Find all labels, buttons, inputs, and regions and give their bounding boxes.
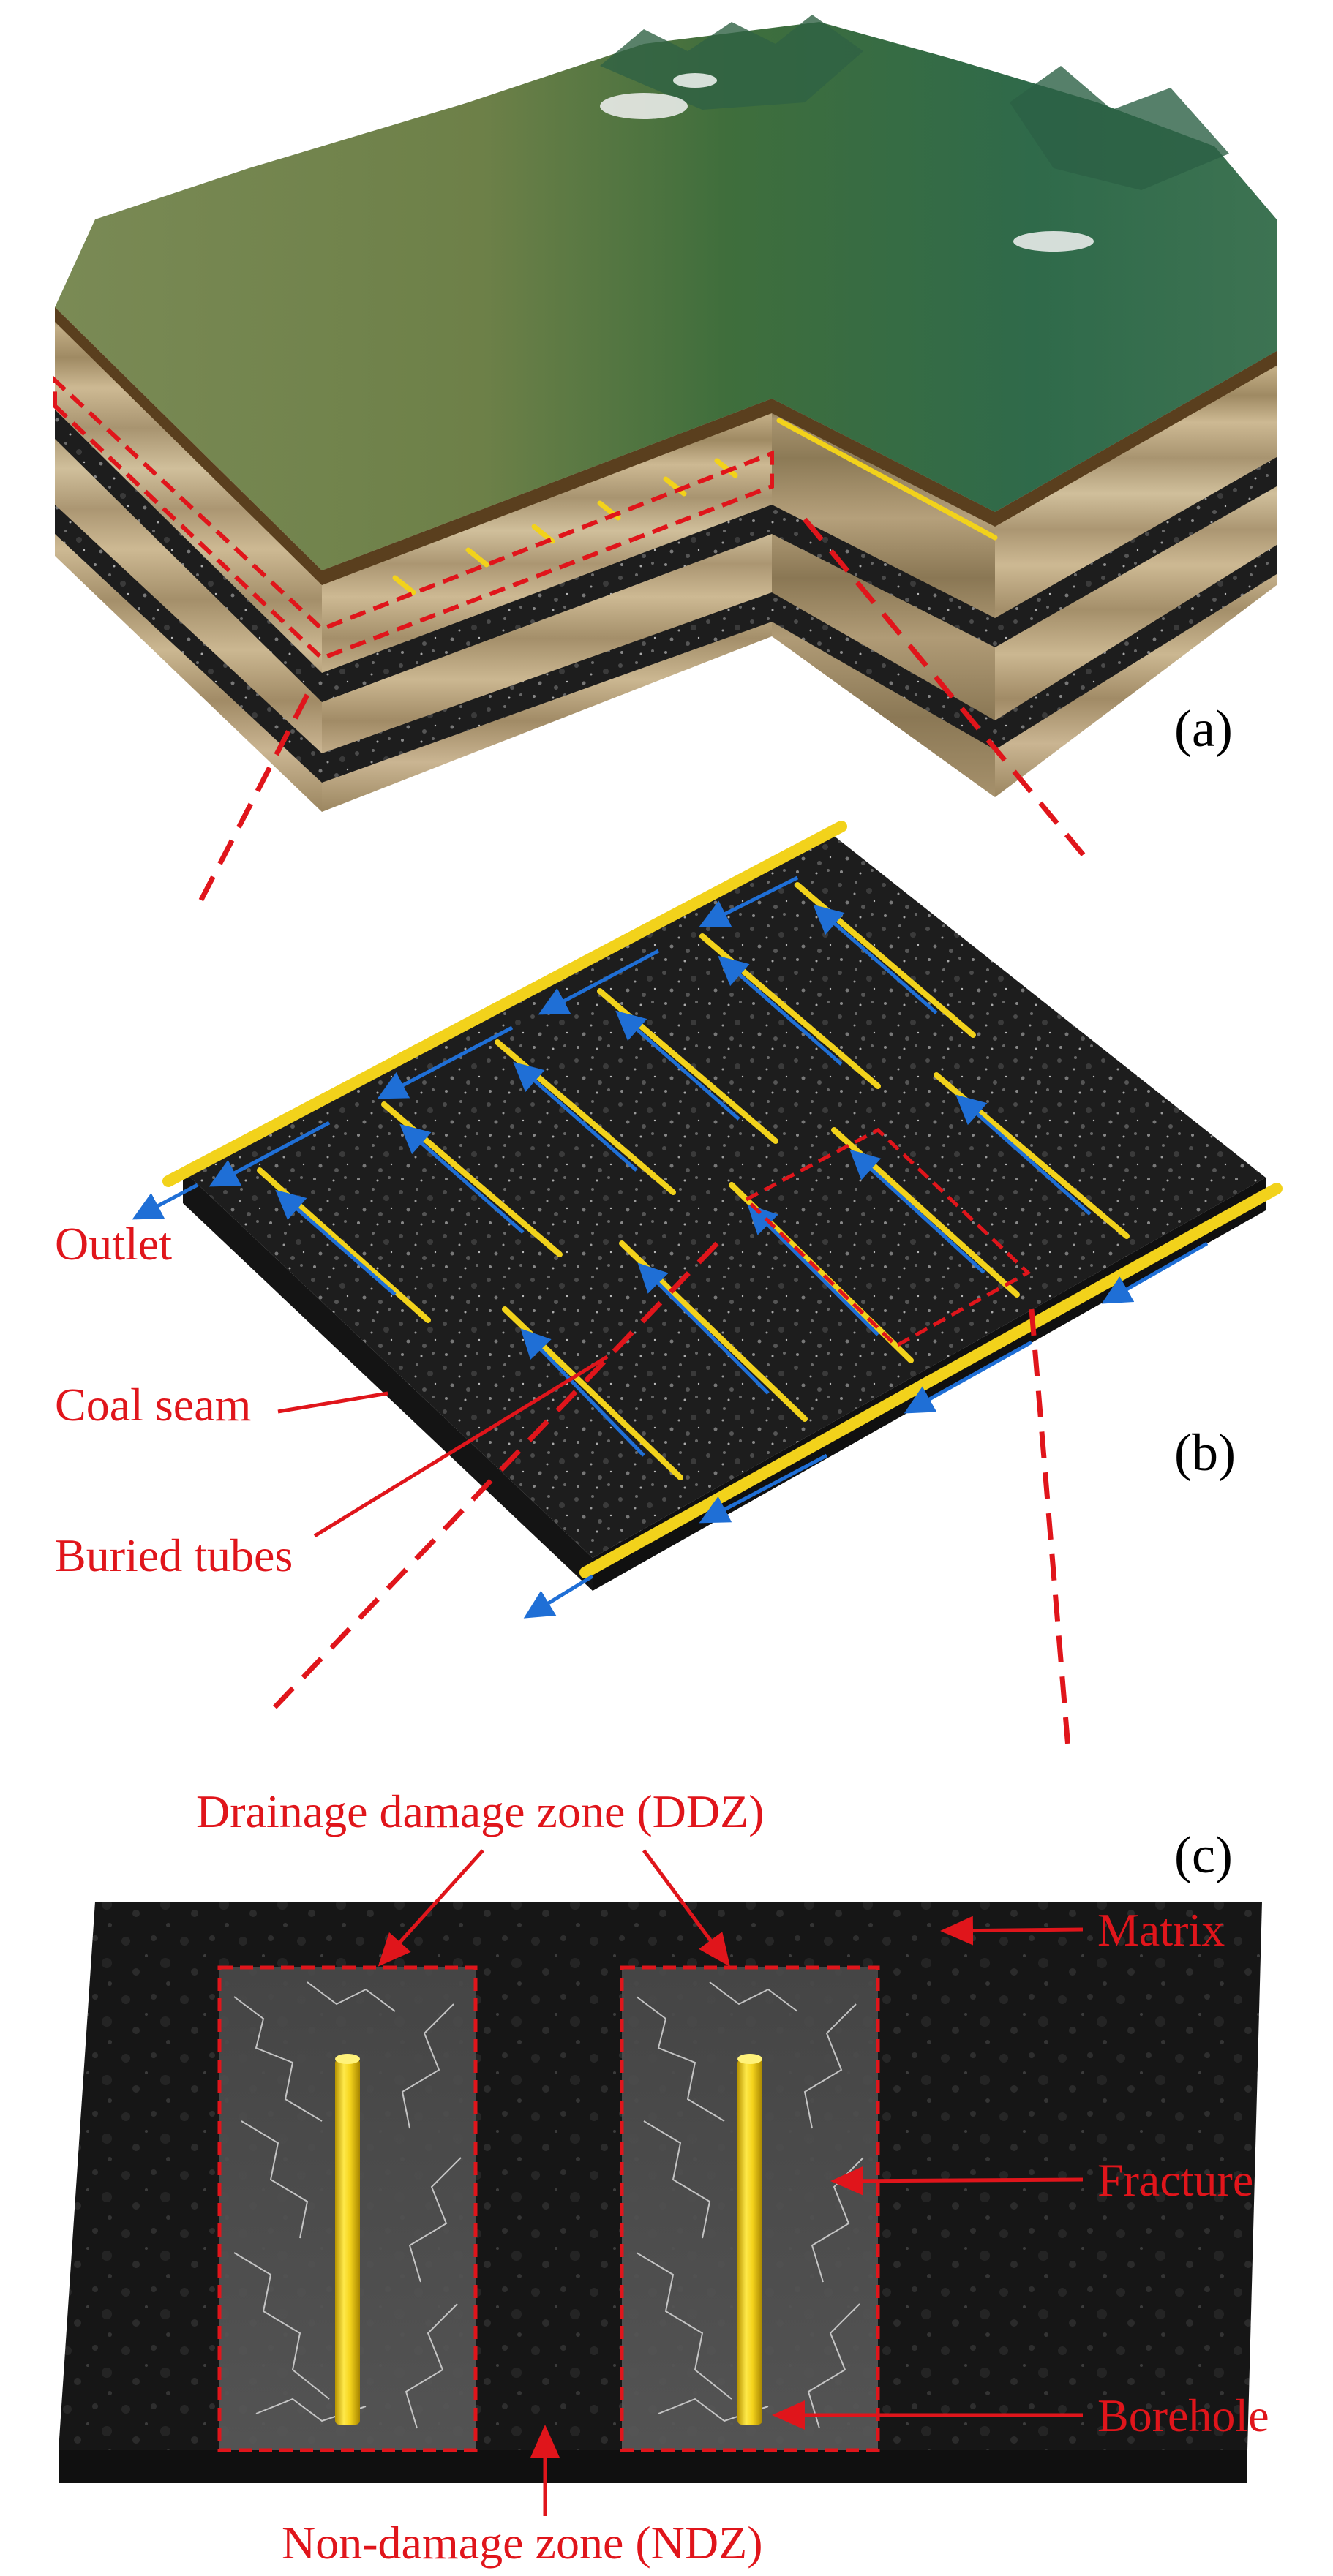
panel-c-annotations	[378, 1849, 1084, 2516]
panel-b-label: (b)	[1174, 1423, 1236, 1482]
borehole-right	[737, 2059, 762, 2425]
panel-c-block	[59, 1902, 1262, 2483]
flow-arrows	[132, 875, 1209, 1619]
panel-b-block	[132, 821, 1283, 1619]
ddz-right-outline	[620, 1965, 880, 2452]
panel-a-highlight-outline	[53, 375, 774, 661]
ddz-label: Drainage damage zone (DDZ)	[196, 1785, 765, 1837]
ndz-label: Non-damage zone (NDZ)	[282, 2517, 763, 2569]
fracture-label: Fracture	[1097, 2154, 1253, 2206]
panel-a-block	[53, 15, 1277, 812]
panel-b-annotations	[277, 1355, 609, 1538]
connector-b-c	[269, 1241, 1071, 1749]
panel-a-label: (a)	[1174, 699, 1233, 758]
panel-b-zoom-box	[743, 1127, 1032, 1349]
outlet-label: Outlet	[55, 1218, 172, 1270]
panel-a-tubes	[392, 418, 998, 595]
coal-seam-label: Coal seam	[55, 1379, 251, 1431]
ddz-left-outline	[217, 1965, 478, 2452]
panel-c-label: (c)	[1174, 1826, 1233, 1884]
buried-tubes-label: Buried tubes	[55, 1529, 293, 1581]
connector-a-b	[195, 517, 1092, 908]
matrix-label: Matrix	[1097, 1904, 1225, 1956]
borehole-label: Borehole	[1097, 2389, 1269, 2441]
header-pipe-top	[162, 821, 847, 1187]
borehole-left	[335, 2059, 360, 2425]
